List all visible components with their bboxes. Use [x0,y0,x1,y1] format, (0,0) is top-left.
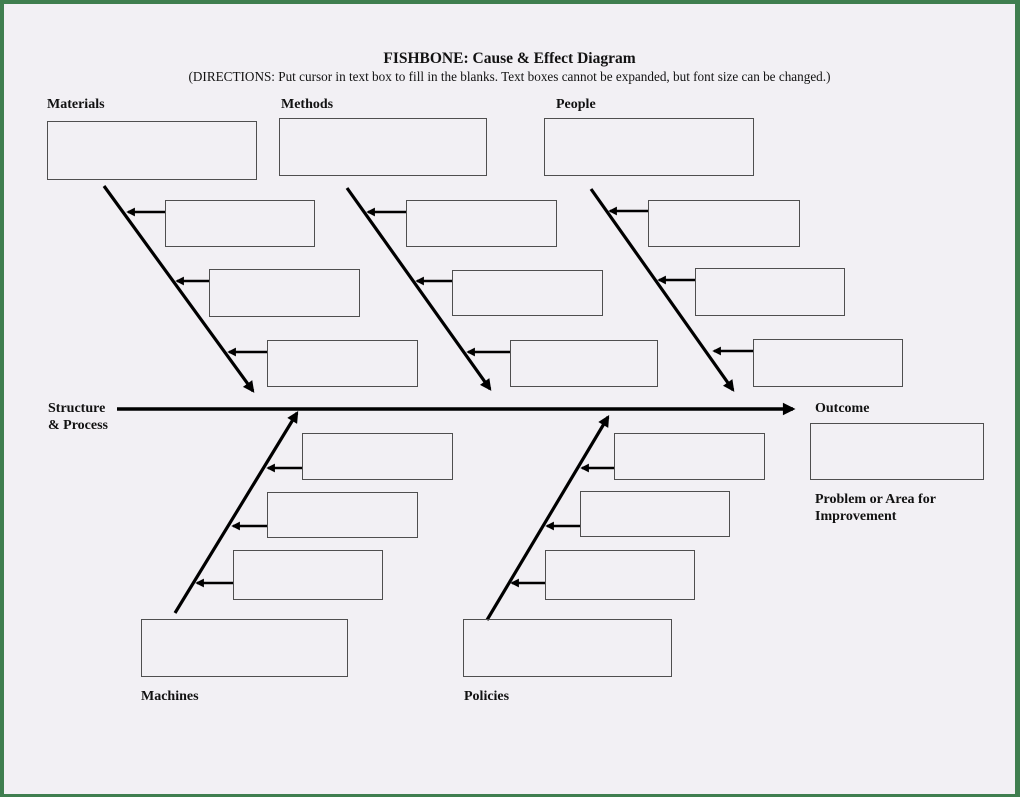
policies-cause-textbox-3[interactable] [545,550,695,600]
outcome-textbox[interactable] [810,423,984,480]
fishbone-template-page: FISHBONE: Cause & Effect Diagram (DIRECT… [4,4,1015,794]
methods-cause-textbox-3[interactable] [510,340,658,387]
methods-cause-textbox-1[interactable] [406,200,557,247]
people-label: People [556,97,596,112]
people-header-textbox[interactable] [544,118,754,176]
title-block: FISHBONE: Cause & Effect Diagram (DIRECT… [4,50,1015,85]
people-cause-textbox-1[interactable] [648,200,800,247]
outcome-label: Outcome [815,401,870,416]
machines-label: Machines [141,689,199,704]
materials-label: Materials [47,97,105,112]
machines-cause-textbox-2[interactable] [267,492,418,538]
machines-cause-textbox-3[interactable] [233,550,383,600]
methods-cause-textbox-2[interactable] [452,270,603,316]
policies-header-textbox[interactable] [463,619,672,677]
page-title: FISHBONE: Cause & Effect Diagram [383,50,636,67]
structure-process-line2: & Process [48,418,108,433]
structure-process-line1: Structure [48,401,106,416]
policies-cause-textbox-1[interactable] [614,433,765,480]
materials-header-textbox[interactable] [47,121,257,180]
people-cause-textbox-3[interactable] [753,339,903,387]
policies-label: Policies [464,689,510,704]
policies-cause-textbox-2[interactable] [580,491,730,537]
people-cause-textbox-2[interactable] [695,268,845,316]
directions-text: (DIRECTIONS: Put cursor in text box to f… [188,69,831,84]
problem-area-line1: Problem or Area for [815,492,936,507]
structure-process-label: Structure & Process [48,400,108,434]
machines-header-textbox[interactable] [141,619,348,677]
machines-cause-textbox-1[interactable] [302,433,453,480]
materials-cause-textbox-3[interactable] [267,340,418,387]
problem-area-label: Problem or Area for Improvement [815,491,936,525]
materials-cause-textbox-2[interactable] [209,269,360,317]
materials-cause-textbox-1[interactable] [165,200,315,247]
methods-header-textbox[interactable] [279,118,487,176]
methods-label: Methods [281,97,334,112]
problem-area-line2: Improvement [815,509,897,524]
